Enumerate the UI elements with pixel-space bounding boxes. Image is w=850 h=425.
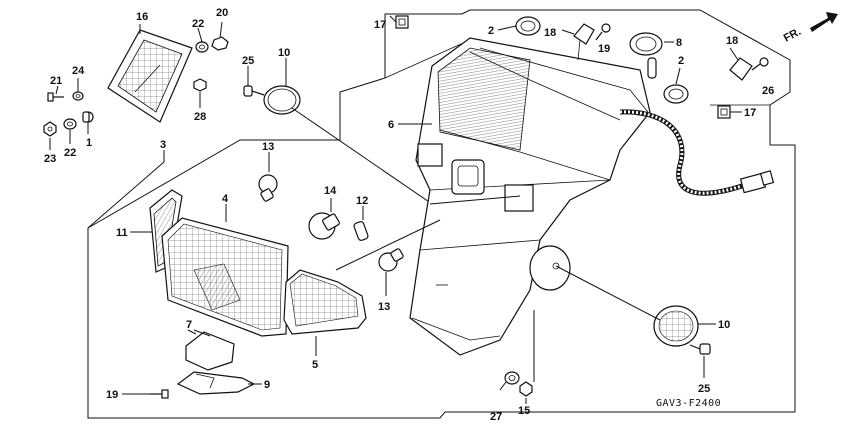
part-19-screw-top: [595, 23, 611, 41]
diagram-code: GAV3-F2400: [656, 398, 721, 409]
callout-24: 24: [72, 65, 85, 77]
part-10-grommet-right: [653, 305, 699, 347]
callout-5: 5: [312, 359, 318, 371]
callout-14: 14: [324, 185, 337, 197]
part-2-grommet-right: [663, 84, 689, 104]
part-11-reflector: [149, 189, 183, 273]
callout-16: 16: [136, 11, 148, 23]
callout-7: 7: [186, 319, 192, 331]
callout-17-right: 17: [744, 107, 756, 119]
part-20-bolt: [211, 36, 229, 51]
callout-2-left: 2: [488, 25, 494, 37]
callout-11: 11: [116, 227, 128, 239]
part-18-clamp-left: [573, 23, 595, 61]
callout-10-right: 10: [718, 319, 730, 331]
callout-19-top: 19: [598, 43, 610, 55]
callout-27: 27: [490, 411, 502, 423]
callout-3: 3: [160, 139, 166, 151]
callout-25-right: 25: [698, 383, 710, 395]
callout-2-right: 2: [678, 55, 684, 67]
callout-10-top: 10: [278, 47, 290, 59]
part-26-screw: [751, 57, 769, 71]
callout-18-left: 18: [544, 27, 556, 39]
callout-28: 28: [194, 111, 206, 123]
part-9-bracket: [176, 371, 256, 395]
callout-13-top: 13: [262, 141, 274, 153]
part-13-bulb-bottom: [378, 248, 404, 296]
callout-9: 9: [264, 379, 270, 391]
callout-8: 8: [676, 37, 682, 49]
callout-20: 20: [216, 7, 228, 19]
part-16-license-bracket: [107, 29, 193, 123]
part-27-collar: [504, 371, 520, 385]
callout-26: 26: [762, 85, 774, 97]
part-12-wedge-bulb: [353, 206, 369, 241]
part-25-screw-right: [689, 343, 711, 355]
callout-22-left: 22: [64, 147, 76, 159]
part-14-bulb: [308, 198, 340, 240]
part-17-clip-top: [395, 15, 409, 29]
callout-13-bottom: 13: [378, 301, 390, 313]
direction-label: FR.: [782, 26, 803, 45]
front-arrow-icon: [810, 12, 838, 32]
part-22-washer-top: [195, 41, 209, 53]
part-8-seal: [629, 32, 663, 79]
callout-21: 21: [50, 75, 62, 87]
callout-1: 1: [86, 137, 92, 149]
callout-4: 4: [222, 193, 229, 205]
part-21-screw: [47, 92, 64, 102]
callout-25-top: 25: [242, 55, 254, 67]
leader-lines: [49, 15, 742, 404]
callout-19-bottom: 19: [106, 389, 118, 401]
part-23-nut: [43, 121, 57, 137]
callout-6: 6: [388, 119, 394, 131]
callout-22-top: 22: [192, 18, 204, 30]
callout-15: 15: [518, 405, 530, 417]
part-6-rear-housing: [409, 37, 651, 356]
part-10-grommet-top: [263, 58, 301, 115]
part-15-nut: [519, 310, 535, 397]
part-5-turn-lens: [283, 269, 367, 335]
wire-harness: [619, 109, 775, 196]
part-22-washer-left: [63, 118, 77, 130]
part-1-collar: [82, 111, 94, 123]
callout-12: 12: [356, 195, 368, 207]
callout-23: 23: [44, 153, 56, 165]
part-4-tail-lens: [161, 217, 289, 337]
part-2-grommet-left: [515, 16, 541, 36]
callout-17-top: 17: [374, 19, 386, 31]
part-24-washer: [72, 91, 84, 101]
callout-labels: 16 22 20 21 24 23 22 1 28 25 10 13 3 4 1…: [44, 7, 774, 423]
part-18-clamp-right: [729, 57, 753, 81]
part-17-clip-right: [717, 105, 731, 119]
assembly-boundary: [87, 9, 796, 419]
front-direction-indicator: FR.: [782, 12, 838, 45]
part-19-screw-bottom: [150, 389, 169, 399]
part-7-socket-cover: [185, 329, 235, 371]
part-28-nut: [193, 78, 207, 92]
part-25-screw-top: [243, 85, 265, 97]
part-13-bulb-top: [258, 152, 278, 202]
callout-18-right: 18: [726, 35, 738, 47]
